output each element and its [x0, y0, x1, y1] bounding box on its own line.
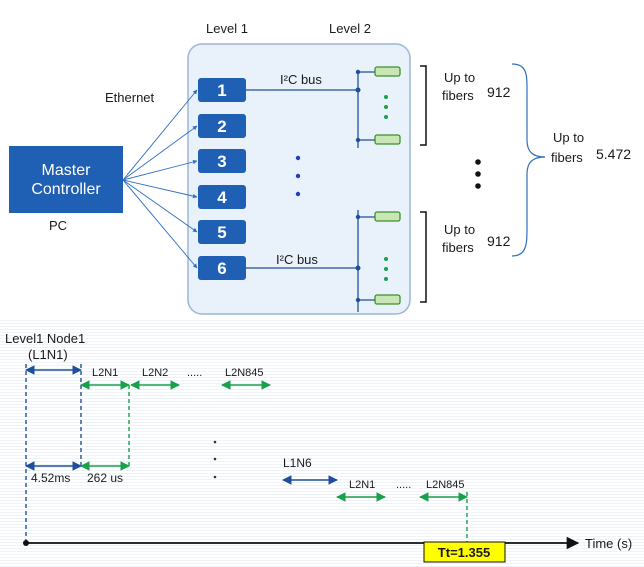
node-box-5	[198, 220, 246, 244]
i2c-bottom-junction-b	[355, 297, 361, 303]
ethernet-link-4	[122, 179, 198, 199]
row1-label-2: L2N2	[142, 367, 168, 379]
row2-label-2: .....	[396, 479, 411, 491]
i2c-bus-bottom	[246, 210, 375, 312]
ethernet-link-2	[122, 125, 198, 181]
ethernet-links	[122, 89, 198, 269]
fiber-ellipsis-bottom	[384, 257, 388, 281]
node-ellipsis	[295, 155, 301, 197]
fiber-ellipsis-top	[384, 95, 388, 119]
i2c-bus-top-label: I²C bus	[280, 72, 322, 87]
node-box-6	[198, 256, 246, 280]
upto-bottom-value: 912	[487, 233, 511, 249]
upto-top-value: 912	[487, 84, 511, 100]
i2c-bottom-junction-a	[355, 214, 361, 220]
level1-nodes: 1 2 3 4 5 6	[198, 78, 246, 280]
timing-ellipsis	[213, 440, 217, 479]
fiber-blocks	[374, 66, 401, 305]
node-label-2: 2	[217, 117, 226, 136]
duration-l1-label: 4.52ms	[31, 471, 70, 485]
timing-title-line1: Level1 Node1	[5, 331, 85, 346]
row2-label-3: L2N845	[426, 479, 465, 491]
node-label-3: 3	[217, 152, 226, 171]
i2c-bus-top	[246, 71, 375, 148]
node-box-1	[198, 78, 246, 102]
total-time-box	[423, 541, 506, 563]
upto-total-line1: Up to	[553, 130, 584, 145]
fiber-block-top-1	[374, 66, 401, 77]
timing-background	[0, 320, 644, 567]
node-label-6: 6	[217, 259, 226, 278]
upto-total-line2: fibers	[551, 150, 583, 165]
upto-top-line2: fibers	[442, 88, 474, 103]
row1-label-3: .....	[187, 367, 202, 379]
total-time-label: Tt=1.355	[438, 545, 490, 560]
time-axis-origin	[23, 540, 29, 546]
master-controller-box	[9, 146, 123, 213]
duration-l2-label: 262 us	[87, 471, 123, 485]
fiber-block-bottom-2	[374, 294, 401, 305]
fiber-block-top-2	[374, 134, 401, 145]
level2-header: Level 2	[329, 21, 371, 36]
upto-top-line1: Up to	[444, 70, 475, 85]
ethernet-label: Ethernet	[105, 90, 155, 105]
row2-label-1: L2N1	[349, 479, 375, 491]
level1-header: Level 1	[206, 21, 248, 36]
i2c-bus-bottom-junction	[355, 265, 361, 271]
i2c-top-junction-a	[355, 69, 361, 75]
row1-label-4: L2N845	[225, 367, 264, 379]
nodes-panel	[187, 43, 411, 315]
ethernet-link-1	[122, 89, 198, 181]
row1-label-1: L2N1	[92, 367, 118, 379]
master-controller-label-line2: Controller	[31, 181, 101, 198]
i2c-bus-bottom-label: I²C bus	[276, 252, 318, 267]
bracket-top	[420, 65, 427, 146]
upto-bottom-line1: Up to	[444, 222, 475, 237]
l1n6-label: L1N6	[283, 456, 312, 470]
node-label-5: 5	[217, 223, 226, 242]
fiber-block-bottom-1	[374, 211, 401, 222]
node-label-4: 4	[217, 188, 227, 207]
bracket-bottom	[420, 211, 427, 303]
master-controller-label-line1: Master	[42, 162, 92, 179]
time-axis-label: Time (s)	[585, 536, 632, 551]
ethernet-link-5	[122, 179, 198, 233]
node-box-3	[198, 149, 246, 173]
upto-bottom-line2: fibers	[442, 240, 474, 255]
node-label-1: 1	[217, 81, 226, 100]
upto-total-value: 5.472	[596, 146, 631, 162]
timing-title-line2: (L1N1)	[28, 347, 68, 362]
ethernet-link-3	[122, 159, 198, 181]
pc-label: PC	[49, 218, 67, 233]
ethernet-link-6	[122, 179, 198, 269]
node-box-4	[198, 185, 246, 209]
node-box-2	[198, 114, 246, 138]
total-brace	[511, 63, 546, 257]
group-ellipsis	[475, 159, 481, 189]
i2c-top-junction-b	[355, 137, 361, 143]
i2c-bus-top-junction	[355, 87, 361, 93]
